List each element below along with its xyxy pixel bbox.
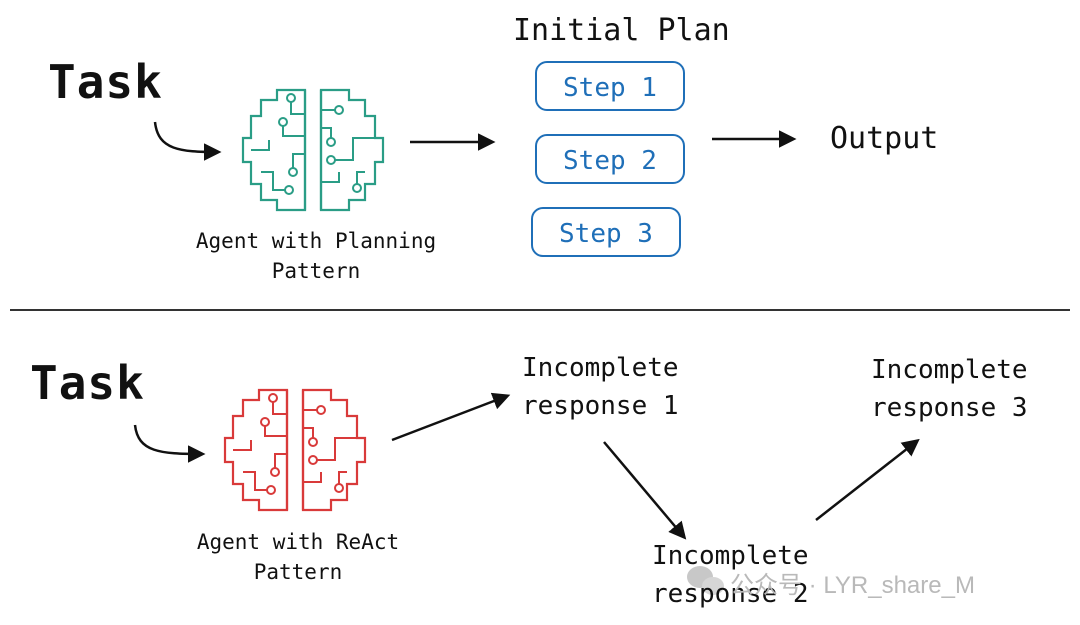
step-1-box: Step 1 — [535, 61, 685, 111]
brain-circuit-icon — [241, 88, 385, 212]
step-3-box: Step 3 — [531, 207, 681, 257]
agent-caption-top-line2: Pattern — [271, 259, 361, 283]
response-3-line2: response 3 — [871, 393, 1028, 423]
response2-to-response3-arrow — [815, 438, 920, 521]
wechat-icon — [687, 566, 724, 595]
agent-caption-bottom-line1: Agent with ReAct — [196, 530, 400, 554]
agent-caption-bottom-line2: Pattern — [253, 560, 343, 584]
response-1-line1: Incomplete — [522, 353, 679, 383]
watermark: 公众号 · LYR_share_M — [730, 572, 975, 599]
response1-to-response2-arrow — [603, 441, 687, 540]
response-1-line2: response 1 — [522, 391, 679, 421]
response-2-line2: response 2 — [652, 579, 809, 609]
response-2-line1: Incomplete — [652, 541, 809, 571]
task-arrow-bottom — [133, 424, 206, 463]
response-3-line1: Incomplete — [871, 355, 1028, 385]
agent-caption-top: Agent with Planning Pattern — [180, 226, 452, 286]
brain-circuit-icon — [223, 388, 367, 512]
task-label-top: Task — [48, 55, 163, 109]
response-1: Incomplete response 1 — [522, 349, 679, 425]
step-2-box: Step 2 — [535, 134, 685, 184]
output-label: Output — [830, 121, 939, 156]
plan-title: Initial Plan — [513, 13, 730, 48]
response-3: Incomplete response 3 — [871, 351, 1028, 427]
agent-to-response1-arrow — [391, 392, 511, 442]
task-arrow-top — [153, 121, 222, 161]
agent-caption-bottom: Agent with ReAct Pattern — [180, 527, 416, 587]
response-2: Incomplete response 2 — [652, 537, 809, 613]
task-label-bottom: Task — [30, 356, 145, 410]
agent-caption-top-line1: Agent with Planning — [195, 229, 437, 253]
